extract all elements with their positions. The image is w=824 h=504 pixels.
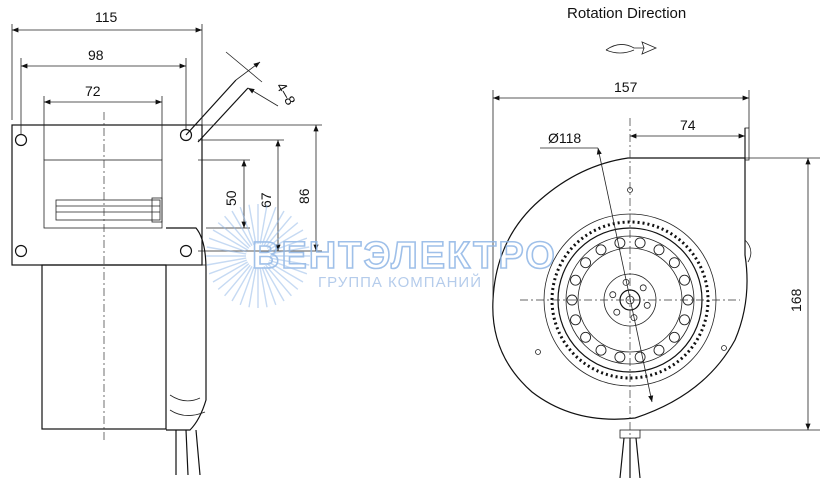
impeller-hole <box>653 344 665 356</box>
side-view: 115 98 72 4–8 50 67 86 <box>11 9 322 476</box>
impeller-hole <box>634 237 646 249</box>
rotation-direction-title: Rotation Direction <box>567 5 686 22</box>
mount-hole-bottom-right <box>179 244 193 258</box>
watermark-sunburst-icon <box>206 204 310 308</box>
mount-hole-top-left <box>14 133 28 147</box>
dim-50: 50 <box>223 190 239 206</box>
watermark-brand: ВЕНТЭЛЕКТРО <box>252 235 557 277</box>
dim-98: 98 <box>88 47 104 63</box>
housing-hole-right <box>721 345 727 351</box>
watermark-tagline: ГРУППА КОМПАНИЙ <box>318 273 482 291</box>
outlet-frame <box>43 159 163 229</box>
dim-157: 157 <box>614 79 638 95</box>
hub-hole <box>609 291 617 299</box>
dim-115: 115 <box>95 9 118 25</box>
dim-86: 86 <box>296 188 312 204</box>
impeller-hole <box>570 274 581 286</box>
mounting-flange <box>11 124 203 266</box>
motor-body <box>41 264 167 430</box>
front-view: Rotation Direction 157 <box>492 5 820 479</box>
front-cable-bundle <box>619 437 641 479</box>
dim-diameter-118: Ø118 <box>548 130 581 146</box>
shaft-block <box>55 199 161 221</box>
impeller-hole <box>653 244 665 256</box>
rotation-arrow-icon <box>605 41 658 55</box>
impeller-hole <box>580 257 592 269</box>
dim-168: 168 <box>788 288 804 312</box>
dim-67: 67 <box>258 192 274 208</box>
dim-4-8: 4–8 <box>273 80 299 108</box>
hub-hole <box>643 301 651 309</box>
scroll-housing <box>492 157 748 420</box>
impeller-hole <box>570 314 581 326</box>
housing-hole-left <box>535 349 541 355</box>
hub-hole <box>613 308 621 316</box>
impeller-hole <box>668 257 680 269</box>
hub-hole <box>639 284 647 292</box>
impeller-hole <box>679 314 690 326</box>
dim-74: 74 <box>680 117 696 133</box>
mount-hole-bottom-left <box>14 244 28 258</box>
impeller-hole <box>679 274 690 286</box>
dim-72: 72 <box>85 83 101 99</box>
impeller-hole <box>595 344 607 356</box>
impeller-hole <box>580 331 592 343</box>
impeller-hole <box>595 244 607 256</box>
impeller-hole <box>668 331 680 343</box>
impeller-hole <box>566 294 578 306</box>
impeller-hole <box>614 237 626 249</box>
watermark: ВЕНТЭЛЕКТРО ГРУППА КОМПАНИЙ <box>206 204 557 308</box>
cable-bundle <box>175 429 201 476</box>
motor-housing-side <box>166 227 207 431</box>
impeller-hole <box>614 351 626 363</box>
